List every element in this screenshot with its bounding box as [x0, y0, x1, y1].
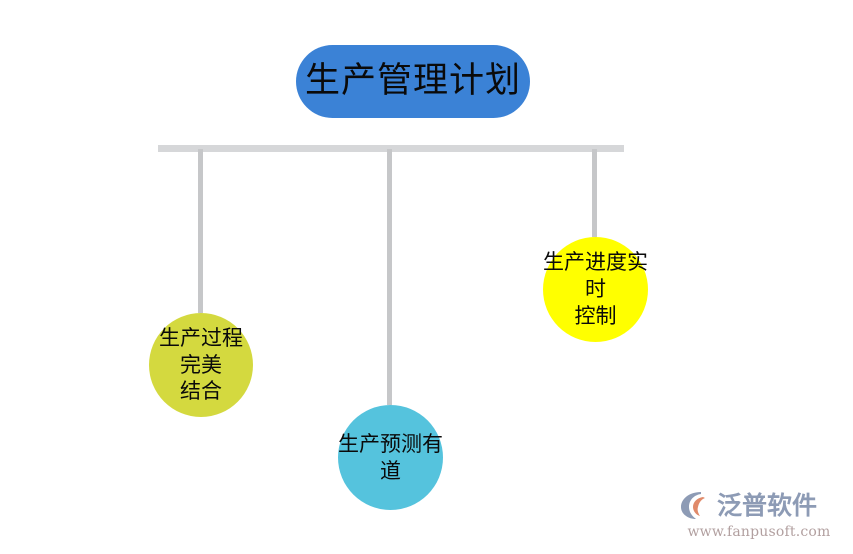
- diagram-node-2[interactable]: 生产预测有道: [338, 405, 443, 510]
- diagram-node-3-label: 生产进度实时 控制: [543, 250, 648, 328]
- fanpu-logo-icon: [679, 489, 713, 521]
- diagram-node-3[interactable]: 生产进度实时 控制: [543, 237, 648, 342]
- watermark-url-label: www.fanpusoft.com: [687, 524, 831, 540]
- watermark-row: 泛普软件: [679, 488, 839, 522]
- diagram-node-1-label: 生产过程完美 结合: [159, 325, 243, 404]
- watermark-brand-label: 泛普软件: [717, 490, 818, 520]
- watermark-logo: 泛普软件 www.fanpusoft.com: [679, 488, 839, 544]
- connector-horizontal-bar: [158, 145, 624, 152]
- connector-line-3: [592, 149, 597, 237]
- connector-line-2: [387, 149, 392, 405]
- diagram-title-node[interactable]: 生产管理计划: [296, 45, 530, 118]
- connector-line-1: [198, 149, 203, 313]
- diagram-node-1[interactable]: 生产过程完美 结合: [149, 313, 253, 417]
- diagram-title-label: 生产管理计划: [304, 61, 521, 101]
- diagram-node-2-label: 生产预测有道: [338, 431, 443, 483]
